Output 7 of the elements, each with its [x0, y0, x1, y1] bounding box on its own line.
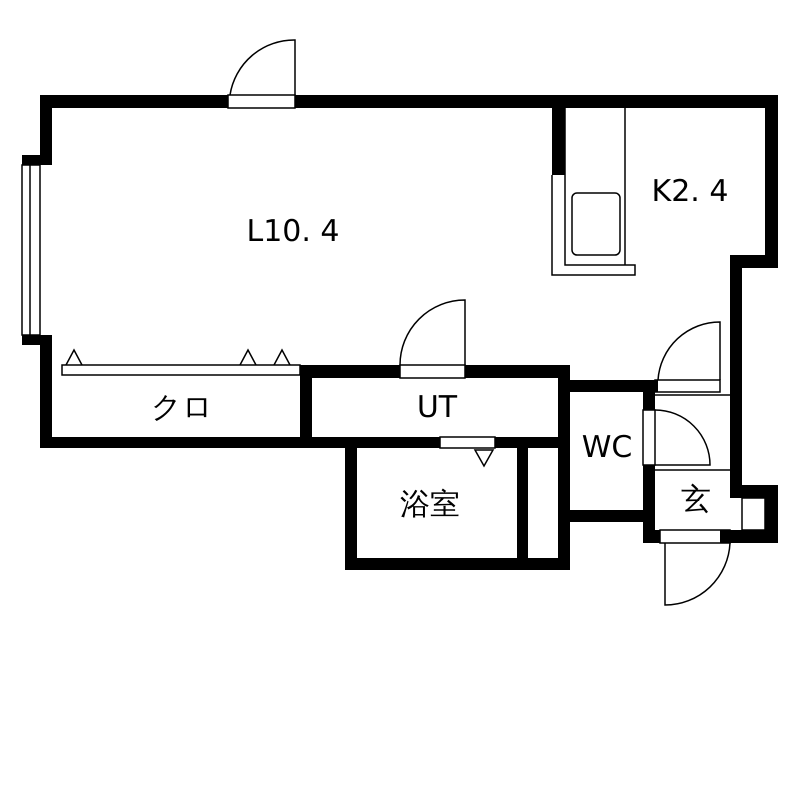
room-label: WC — [582, 433, 632, 463]
room-label: クロ — [151, 393, 213, 423]
room-label: K2. 4 — [652, 177, 728, 207]
room-label: L10. 4 — [246, 217, 340, 247]
room-label: 浴室 — [400, 490, 460, 520]
room-label: UT — [416, 393, 458, 423]
room-label: 玄 — [681, 485, 711, 515]
